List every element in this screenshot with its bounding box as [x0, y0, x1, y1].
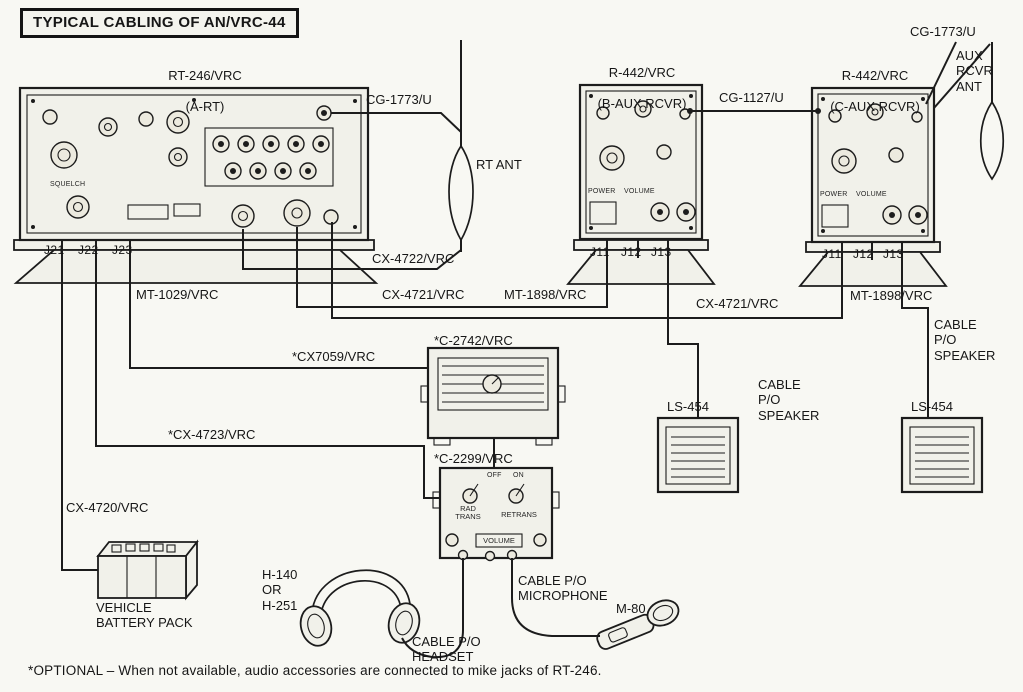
battery-label: VEHICLE BATTERY PACK	[96, 600, 193, 631]
rt246-name: RT-246/VRC (A-RT)	[138, 53, 272, 130]
c2299-retrans-text: RETRANS	[501, 510, 537, 519]
c2299-name-label: *C-2299/VRC	[434, 451, 513, 466]
mt1029-mount	[13, 239, 379, 284]
cable-speaker-right	[901, 242, 929, 418]
cable-cg1773-left	[331, 112, 462, 133]
cable-speaker-mid	[667, 240, 699, 418]
c2299-on-text: ON	[513, 472, 524, 479]
cable-headset	[401, 558, 464, 659]
cable-cx4720	[61, 240, 98, 571]
c2299-volume-text: VOLUME	[483, 536, 515, 545]
cable-cx4722	[242, 229, 462, 270]
cable-label-cx7059: *CX7059/VRC	[292, 349, 376, 364]
cable-label-speaker-mid: CABLE P/O SPEAKER	[758, 377, 820, 423]
cable-label-cx4721-a: CX-4721/VRC	[382, 287, 465, 302]
headset-drawing	[299, 569, 421, 647]
cable-cx4723	[95, 240, 440, 499]
cable-cx4721-a	[296, 227, 608, 308]
c2299-box	[432, 466, 560, 562]
ls454-right-speaker	[900, 416, 984, 494]
rt246-panel	[18, 86, 370, 242]
rcvr-c-name: R-442/VRC (C-AUX RCVR)	[804, 53, 946, 130]
cable-label-cx4720: CX-4720/VRC	[66, 500, 149, 515]
rcvr-c-power-text: POWER	[820, 191, 848, 198]
cable-label-cg1773-right: CG-1773/U	[910, 24, 976, 39]
mount-label-mt1029: MT-1029/VRC	[136, 287, 219, 302]
rt246-name-line1: RT-246/VRC	[168, 68, 242, 84]
rcvr-b-name: R-442/VRC (B-AUX RCVR)	[572, 50, 712, 127]
jack-label-c-j11: J11	[822, 247, 842, 261]
cable-cx7059	[129, 240, 428, 369]
mount-label-mt1898-c: MT-1898/VRC	[850, 288, 933, 303]
c2299-rad-trans-text: RAD TRANS	[455, 504, 481, 521]
cable-label-cg1127: CG-1127/U	[719, 90, 784, 105]
rt-antenna	[448, 40, 474, 252]
rcvr-c-name-line2: (C-AUX RCVR)	[830, 98, 920, 114]
cable-cg1773-right-b	[933, 43, 991, 109]
ls454-mid-speaker	[656, 416, 740, 494]
optional-note: *OPTIONAL – When not available, audio ac…	[28, 663, 602, 678]
rcvr-b-volume-text: VOLUME	[624, 188, 655, 195]
microphone-drawing	[596, 599, 680, 650]
c2742-name-label: *C-2742/VRC	[434, 333, 513, 348]
cable-mic	[511, 558, 600, 637]
cable-label-cx4721-b: CX-4721/VRC	[696, 296, 779, 311]
cable-label-mic: CABLE P/O MICROPHONE	[518, 573, 608, 604]
rt-ant-label: RT ANT	[476, 157, 522, 172]
jack-label-j23: J23	[112, 243, 133, 257]
jack-label-b-j13: J13	[651, 245, 672, 259]
cable-label-cx4723: *CX-4723/VRC	[168, 427, 256, 442]
headset-model-label: H-140 OR H-251	[262, 567, 298, 613]
c2299-off-text: OFF	[487, 472, 502, 479]
jack-label-c-j13: J13	[883, 247, 904, 261]
ls454-right-label: LS-454	[911, 399, 953, 414]
cable-cg1773-right-a	[925, 41, 957, 105]
rcvr-c-name-line1: R-442/VRC	[841, 68, 909, 84]
rcvr-b-name-line1: R-442/VRC	[608, 65, 676, 81]
rcvr-c-volume-text: VOLUME	[856, 191, 887, 198]
rcvr-b-name-line2: (B-AUX RCVR)	[597, 95, 687, 111]
battery-drawing	[96, 539, 199, 601]
m80-label: M-80	[616, 601, 646, 616]
rt246-squelch-text: SQUELCH	[50, 181, 86, 188]
ls454-mid-label: LS-454	[667, 399, 709, 414]
jack-label-b-j12: J12	[621, 245, 642, 259]
cable-label-headset: CABLE P/O HEADSET	[412, 634, 481, 665]
cable-cx4721-b	[331, 222, 843, 319]
r442-b-panel	[578, 83, 704, 241]
mount-label-mt1898-b: MT-1898/VRC	[504, 287, 587, 302]
cable-label-cg1773-left: CG-1773/U	[366, 92, 432, 107]
cable-label-cx4722: CX-4722/VRC	[372, 251, 455, 266]
r442-c-panel	[810, 86, 936, 244]
rt246-name-line2: (A-RT)	[185, 98, 225, 114]
cable-label-speaker-right: CABLE P/O SPEAKER	[934, 317, 996, 363]
aux-antenna	[979, 42, 1005, 181]
rcvr-b-power-text: POWER	[588, 188, 616, 195]
jack-label-c-j12: J12	[853, 247, 874, 261]
aux-ant-label: AUX RCVR ANT	[956, 48, 993, 94]
c2742-box	[420, 346, 566, 446]
jack-label-b-j11: J11	[590, 245, 610, 259]
diagram-title: TYPICAL CABLING OF AN/VRC-44	[20, 8, 299, 38]
jack-label-j21: J21	[44, 243, 65, 257]
jack-label-j22: J22	[78, 243, 99, 257]
